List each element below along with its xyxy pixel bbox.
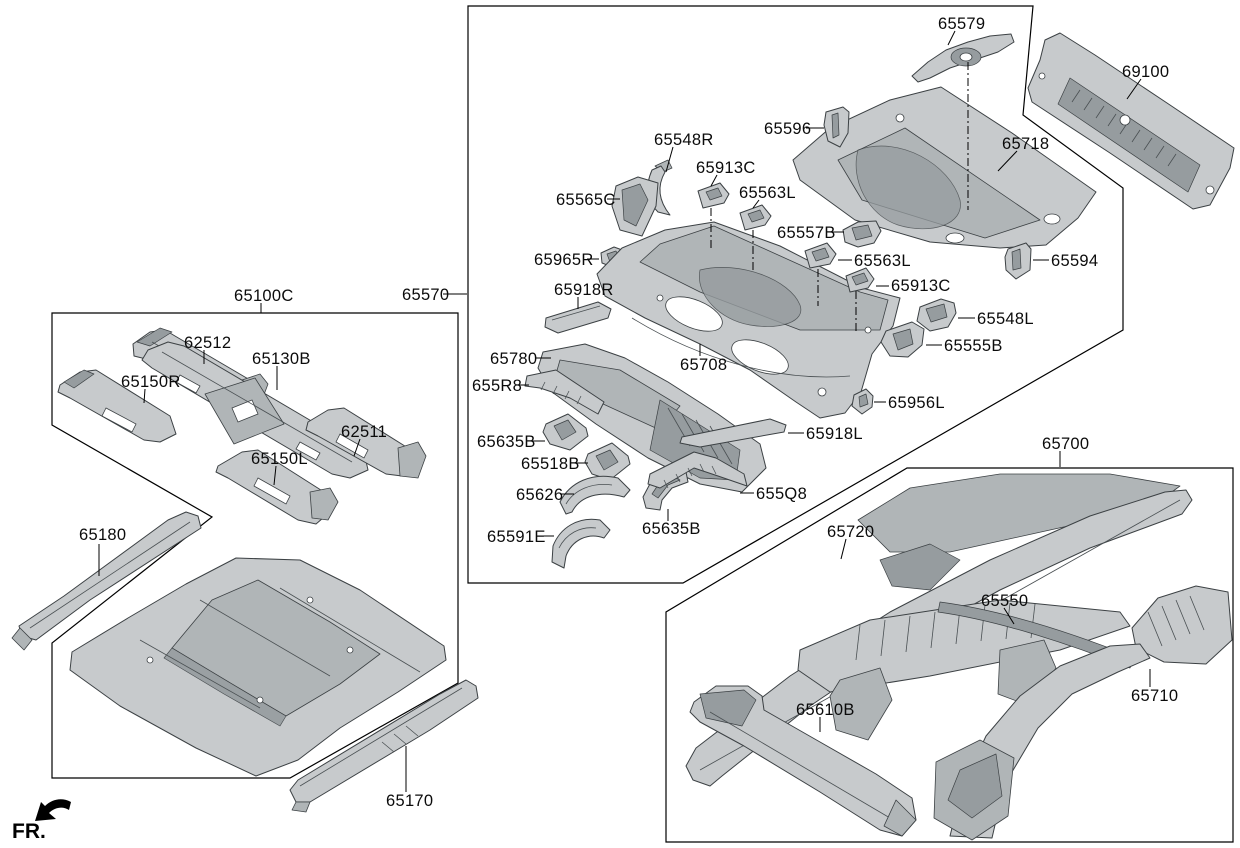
part-label-65965R[interactable]: 65965R (534, 251, 594, 269)
part-center-floor-panel (69, 557, 447, 777)
part-label-62511[interactable]: 62511 (341, 423, 387, 441)
part-label-65918L[interactable]: 65918L (806, 425, 863, 443)
part-65720 (685, 473, 1193, 787)
part-65913C-a (697, 182, 730, 209)
fr-label: FR. (12, 820, 46, 843)
part-62511 (305, 407, 427, 479)
part-65150R (57, 369, 177, 443)
fr-indicator: FR. (12, 799, 71, 843)
part-label-65918R[interactable]: 65918R (554, 281, 614, 299)
part-655R8 (524, 369, 605, 415)
part-label-65720[interactable]: 65720 (827, 523, 874, 541)
part-label-65579[interactable]: 65579 (938, 15, 985, 33)
part-label-65635B-b[interactable]: 65635B (642, 520, 701, 538)
part-65555B (880, 321, 925, 358)
leader-65579 (947, 30, 956, 46)
part-label-65555B[interactable]: 65555B (944, 337, 1003, 355)
part-65596 (823, 106, 850, 148)
part-label-65130B[interactable]: 65130B (252, 350, 311, 368)
part-65180 (11, 511, 202, 651)
part-label-65591E[interactable]: 65591E (487, 528, 546, 546)
part-label-65780[interactable]: 65780 (490, 350, 537, 368)
part-65956L (851, 388, 874, 415)
part-65563L-b (804, 242, 837, 269)
part-label-65170[interactable]: 65170 (386, 792, 433, 810)
leader-65913C-a (710, 174, 718, 187)
leader-lines (98, 30, 1151, 792)
part-label-65596[interactable]: 65596 (764, 120, 811, 138)
leader-65548R (665, 146, 674, 173)
part-65130B (141, 341, 369, 479)
leader-65563L-a (752, 199, 760, 209)
assembly-label-65570[interactable]: 65570 (402, 286, 449, 304)
part-label-65150L[interactable]: 65150L (251, 450, 308, 468)
part-65718 (792, 86, 1097, 249)
part-label-65548R[interactable]: 65548R (654, 131, 714, 149)
part-65579 (911, 33, 1015, 83)
part-65565C (611, 176, 659, 237)
part-65548L (916, 298, 957, 332)
assembly-box-65700 (665, 467, 1234, 843)
leader-65718 (997, 150, 1018, 172)
part-65918L (679, 418, 787, 448)
fr-direction-arrow-icon (35, 799, 71, 821)
part-65710 (933, 585, 1233, 841)
part-label-65718[interactable]: 65718 (1002, 135, 1049, 153)
leader-65150L (273, 465, 277, 486)
part-65913C-b (845, 267, 875, 293)
assembly-boxes (51, 5, 1234, 843)
leader-69100 (1126, 78, 1142, 100)
part-label-65557B[interactable]: 65557B (777, 224, 836, 242)
leader-65550 (1003, 607, 1015, 625)
part-label-65594[interactable]: 65594 (1051, 252, 1098, 270)
part-label-65610B[interactable]: 65610B (796, 701, 855, 719)
part-labels: 65579 69100 65596 65718 65548R 65913C 65… (79, 15, 1178, 810)
part-label-65563L-a[interactable]: 65563L (739, 184, 796, 202)
part-label-69100[interactable]: 69100 (1122, 63, 1169, 81)
assembly-label-65700[interactable]: 65700 (1042, 435, 1089, 453)
assembly-box-65100C (51, 312, 459, 779)
part-65610B (689, 685, 917, 837)
assembly-label-65100C[interactable]: 65100C (234, 287, 294, 305)
part-65557B (842, 220, 882, 248)
part-65918R (544, 301, 612, 334)
part-label-65913C-a[interactable]: 65913C (696, 159, 756, 177)
part-label-65565C[interactable]: 65565C (556, 191, 616, 209)
part-label-65708[interactable]: 65708 (680, 356, 727, 374)
assembly-box-65570 (467, 5, 1124, 584)
part-label-65913C-b[interactable]: 65913C (891, 277, 951, 295)
part-label-65518B[interactable]: 65518B (521, 455, 580, 473)
part-69100 (1027, 32, 1235, 210)
part-65170 (289, 679, 479, 813)
part-65594 (1004, 242, 1032, 280)
part-label-65563L-b[interactable]: 65563L (854, 252, 911, 270)
part-65591E (551, 518, 611, 569)
part-655Q8 (647, 451, 748, 489)
part-label-65548L[interactable]: 65548L (977, 310, 1034, 328)
leader-65720 (840, 538, 847, 560)
part-65550 (797, 599, 1136, 741)
part-label-65180[interactable]: 65180 (79, 526, 126, 544)
part-label-65956L[interactable]: 65956L (888, 394, 945, 412)
leader-62511 (353, 438, 361, 457)
part-label-655R8[interactable]: 655R8 (472, 377, 522, 395)
part-65518B (584, 442, 631, 481)
part-65708 (596, 221, 901, 419)
part-65150L (215, 449, 339, 525)
part-65626 (559, 475, 631, 515)
part-65563L-a (739, 204, 772, 231)
part-label-65635B-a[interactable]: 65635B (477, 433, 536, 451)
part-label-62512[interactable]: 62512 (184, 334, 231, 352)
part-65635B-a (542, 413, 589, 451)
part-label-65626[interactable]: 65626 (516, 486, 563, 504)
leader-65150R (143, 388, 146, 404)
part-label-65150R[interactable]: 65150R (121, 373, 181, 391)
part-label-65710[interactable]: 65710 (1131, 687, 1178, 705)
part-label-65550[interactable]: 65550 (981, 592, 1028, 610)
part-label-655Q8[interactable]: 655Q8 (756, 485, 807, 503)
